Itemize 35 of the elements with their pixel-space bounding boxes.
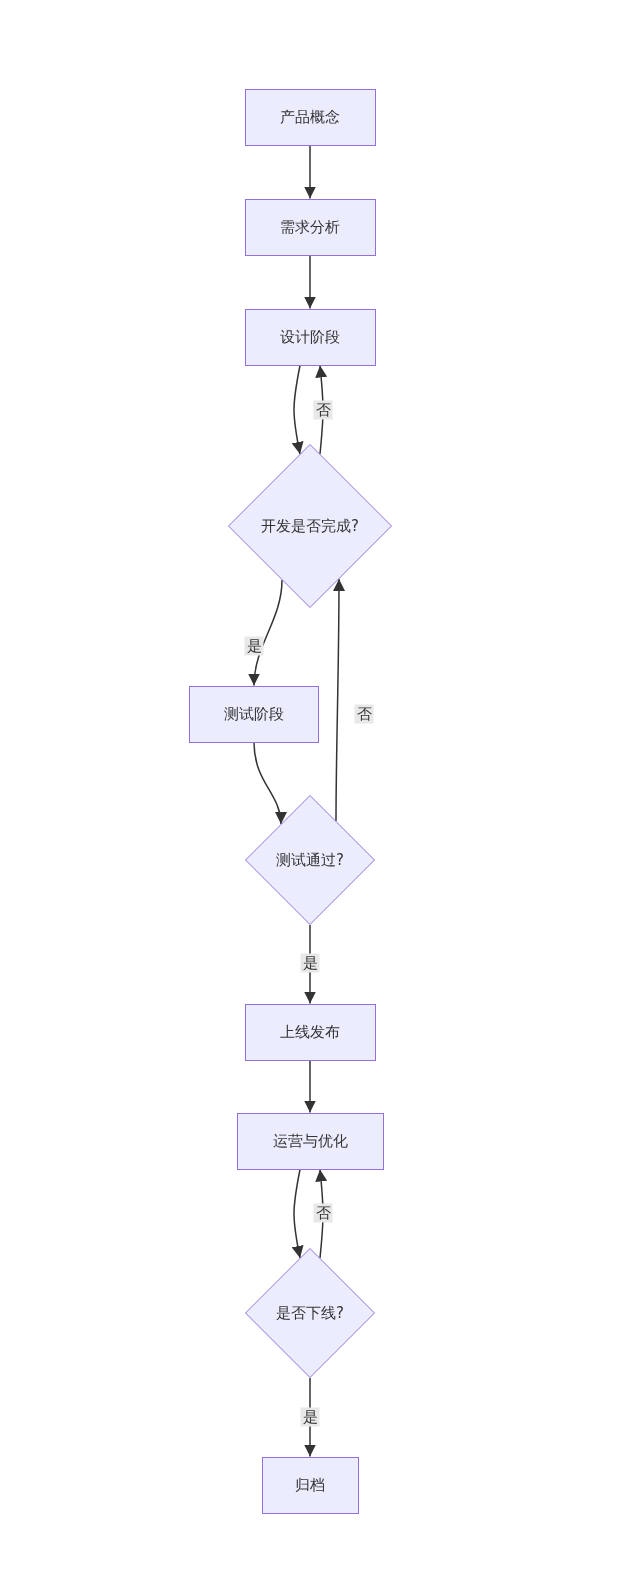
arrow [291, 364, 304, 455]
node-label: 运营与优化 [272, 1131, 348, 1151]
node-label: 产品概念 [280, 107, 340, 127]
edge-label: 否 [313, 1203, 333, 1223]
process-box [244, 1003, 376, 1061]
decision-diamond [245, 795, 375, 925]
process-box [244, 88, 376, 146]
process-box [189, 685, 319, 743]
edge-label: 否 [313, 400, 333, 420]
process-box [261, 1456, 359, 1514]
process-box [244, 198, 376, 256]
arrow [315, 1168, 328, 1259]
decision-diamond [228, 444, 392, 608]
arrow [291, 1168, 304, 1259]
node-label: 是否下线? [276, 1303, 344, 1323]
arrow [332, 578, 345, 822]
arrow [248, 579, 283, 687]
node-label: 测试通过? [276, 850, 344, 870]
edge-label: 是 [300, 1407, 320, 1427]
node-label: 开发是否完成? [261, 516, 359, 536]
node-label: 测试阶段 [224, 704, 284, 724]
decision-diamond [245, 1248, 375, 1378]
process-box [244, 308, 376, 366]
arrow [253, 741, 287, 825]
arrow [304, 254, 316, 310]
edge-label: 是 [244, 636, 264, 656]
arrow [304, 1059, 316, 1114]
edge-label: 否 [354, 704, 374, 724]
arrow [304, 144, 316, 200]
node-label: 上线发布 [280, 1022, 340, 1042]
node-label: 归档 [295, 1475, 325, 1495]
node-label: 需求分析 [280, 217, 340, 237]
edge-label: 是 [300, 953, 320, 973]
node-label: 设计阶段 [280, 327, 340, 347]
process-box [236, 1112, 384, 1170]
